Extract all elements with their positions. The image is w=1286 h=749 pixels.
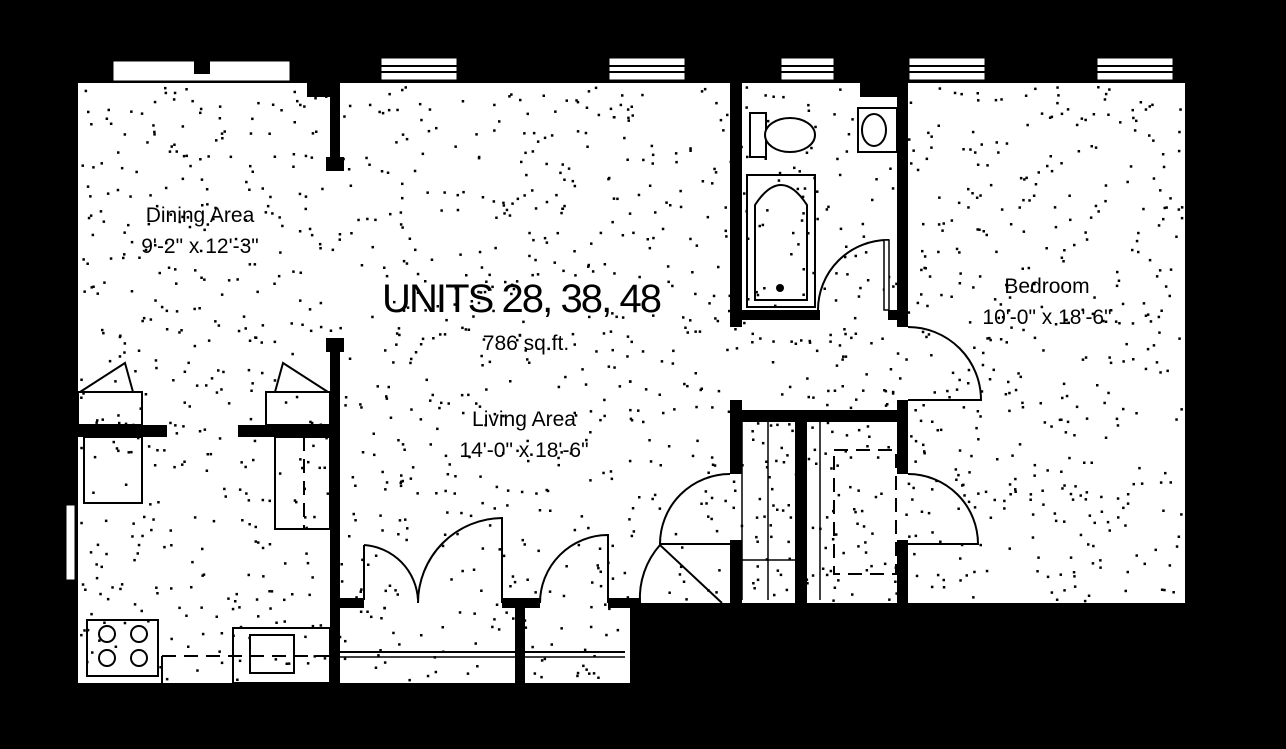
dining-area-size: 9'-2" x 12'-3" bbox=[141, 235, 258, 258]
plan-title: UNITS 28, 38, 48 bbox=[382, 277, 662, 321]
stove-icon bbox=[86, 619, 159, 677]
bedroom-label: Bedroom bbox=[1004, 275, 1089, 298]
doors bbox=[79, 238, 983, 604]
floor-area bbox=[78, 83, 1185, 683]
toilet-icon bbox=[749, 112, 816, 158]
bathtub-icon bbox=[746, 174, 816, 308]
bedroom-size: 10'-0" x 18'-6" bbox=[982, 306, 1111, 329]
living-area-size: 14'-0" x 18'-6" bbox=[459, 439, 588, 462]
living-area-label: Living Area bbox=[472, 408, 576, 431]
dining-area-label: Dining Area bbox=[146, 204, 255, 227]
plan-area: 786 sq.ft. bbox=[483, 332, 569, 355]
sink-icon bbox=[857, 107, 898, 153]
walls bbox=[78, 83, 908, 683]
kitchen-sink-icon bbox=[161, 627, 331, 684]
cabinets bbox=[77, 391, 897, 658]
